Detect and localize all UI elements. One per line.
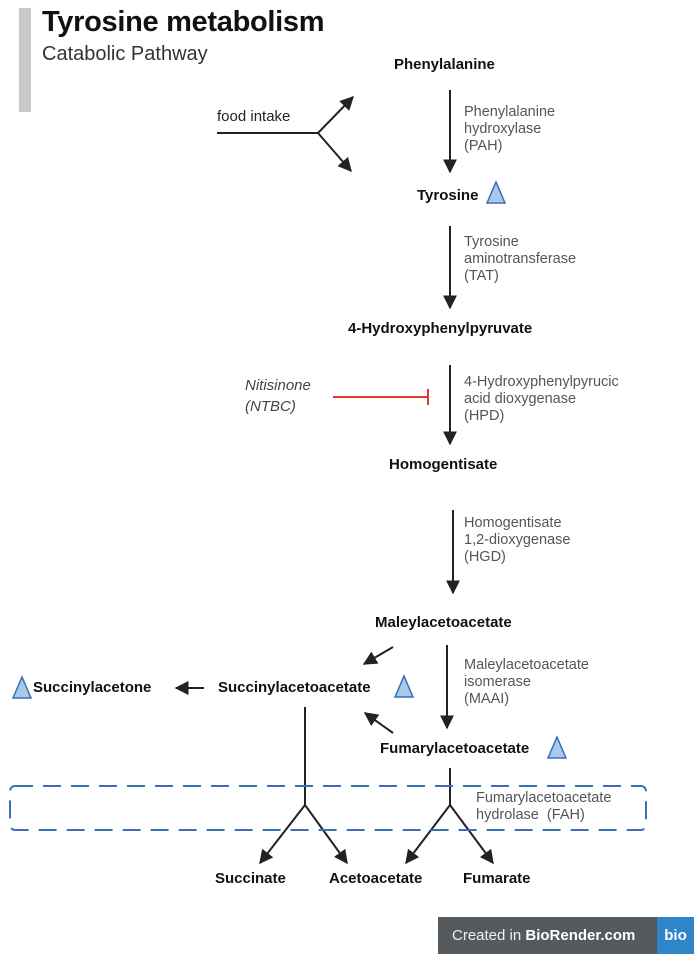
inhibitor-label: Nitisinone (NTBC) [245,377,311,415]
maleylacetoacetate-label: Maleylacetoacetate [375,614,512,631]
fumarylacetoacetate-label: Fumarylacetoacetate [380,740,530,757]
food-intake-arrow-down [317,132,352,173]
succinylacetoacetate-label: Succinylacetoacetate [218,679,371,696]
title-accent-bar [19,8,31,112]
acetoacetate-label: Acetoacetate [329,870,423,887]
badge-prefix: Created in [452,927,526,944]
succinylacetone-label: Succinylacetone [33,679,152,696]
enzyme-pah-label: Phenylalanine hydroxylase (PAH) [464,104,556,154]
tyrosine-label: Tyrosine [417,187,479,204]
page-title: Tyrosine metabolism [42,6,325,38]
badge-text: Created in BioRender.com [452,927,635,944]
fumarate-label: Fumarate [463,870,531,887]
blue-triangle-icon [546,735,568,759]
enzyme-fah-label: Fumarylacetoacetate hydrolase (FAH) [476,790,612,823]
food-intake-label: food intake [217,108,291,125]
hydroxyphenylpyruvate-label: 4-Hydroxyphenylpyruvate [348,320,533,337]
biorender-logo-icon: bio [657,917,694,954]
arrow-to-acetoacetate-left [304,804,348,865]
succinate-label: Succinate [215,870,286,887]
page-subtitle: Catabolic Pathway [42,43,208,65]
blue-triangle-icon [393,674,415,698]
arrow-to-acetoacetate-right [405,804,451,865]
blue-triangle-icon [11,675,33,699]
enzyme-maai-label: Maleylacetoacetate isomerase (MAAI) [464,657,589,707]
arrow-maa-saa [362,646,394,665]
enzyme-hgd-label: Homogentisate 1,2-dioxygenase (HGD) [464,515,571,565]
enzyme-hpd-label: 4-Hydroxyphenylpyrucic acid dioxygenase … [464,374,619,424]
fah-dashed-box [9,785,647,831]
arrow-faa-saa [363,712,394,734]
badge-brand: BioRender.com [525,927,636,944]
blue-triangle-icon [485,180,507,204]
arrow-to-fumarate [449,804,494,865]
enzyme-tat-label: Tyrosine aminotransferase (TAT) [464,234,577,284]
phenylalanine-label: Phenylalanine [394,56,495,73]
biorender-badge[interactable]: Created in BioRender.com bio [438,917,694,954]
food-intake-arrow-up [317,95,354,134]
arrow-to-succinate [259,804,306,865]
homogentisate-label: Homogentisate [389,456,498,473]
